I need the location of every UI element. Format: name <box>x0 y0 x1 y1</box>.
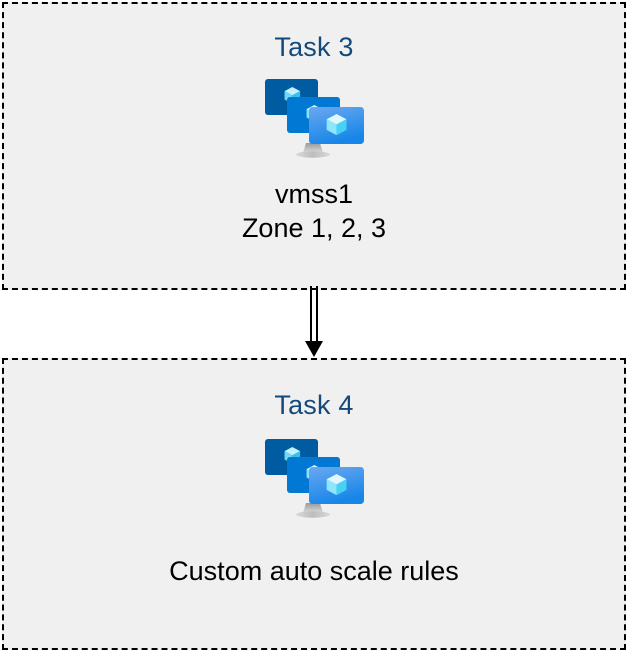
task3-title: Task 3 <box>274 32 354 62</box>
task3-caption: vmss1 Zone 1, 2, 3 <box>241 179 387 243</box>
vmss-icon <box>265 439 364 518</box>
task-box-task3[interactable]: Task 3 <box>2 2 626 290</box>
connector-arrow-task3-to-task4 <box>305 286 323 357</box>
task4-caption: Custom auto scale rules <box>169 556 459 586</box>
task-box-task4[interactable]: Task 4 <box>2 358 626 650</box>
task3-icon-wrapper <box>262 77 366 161</box>
task4-icon-wrapper <box>262 437 366 521</box>
vmss-icon <box>265 79 364 158</box>
task4-title: Task 4 <box>274 390 354 420</box>
